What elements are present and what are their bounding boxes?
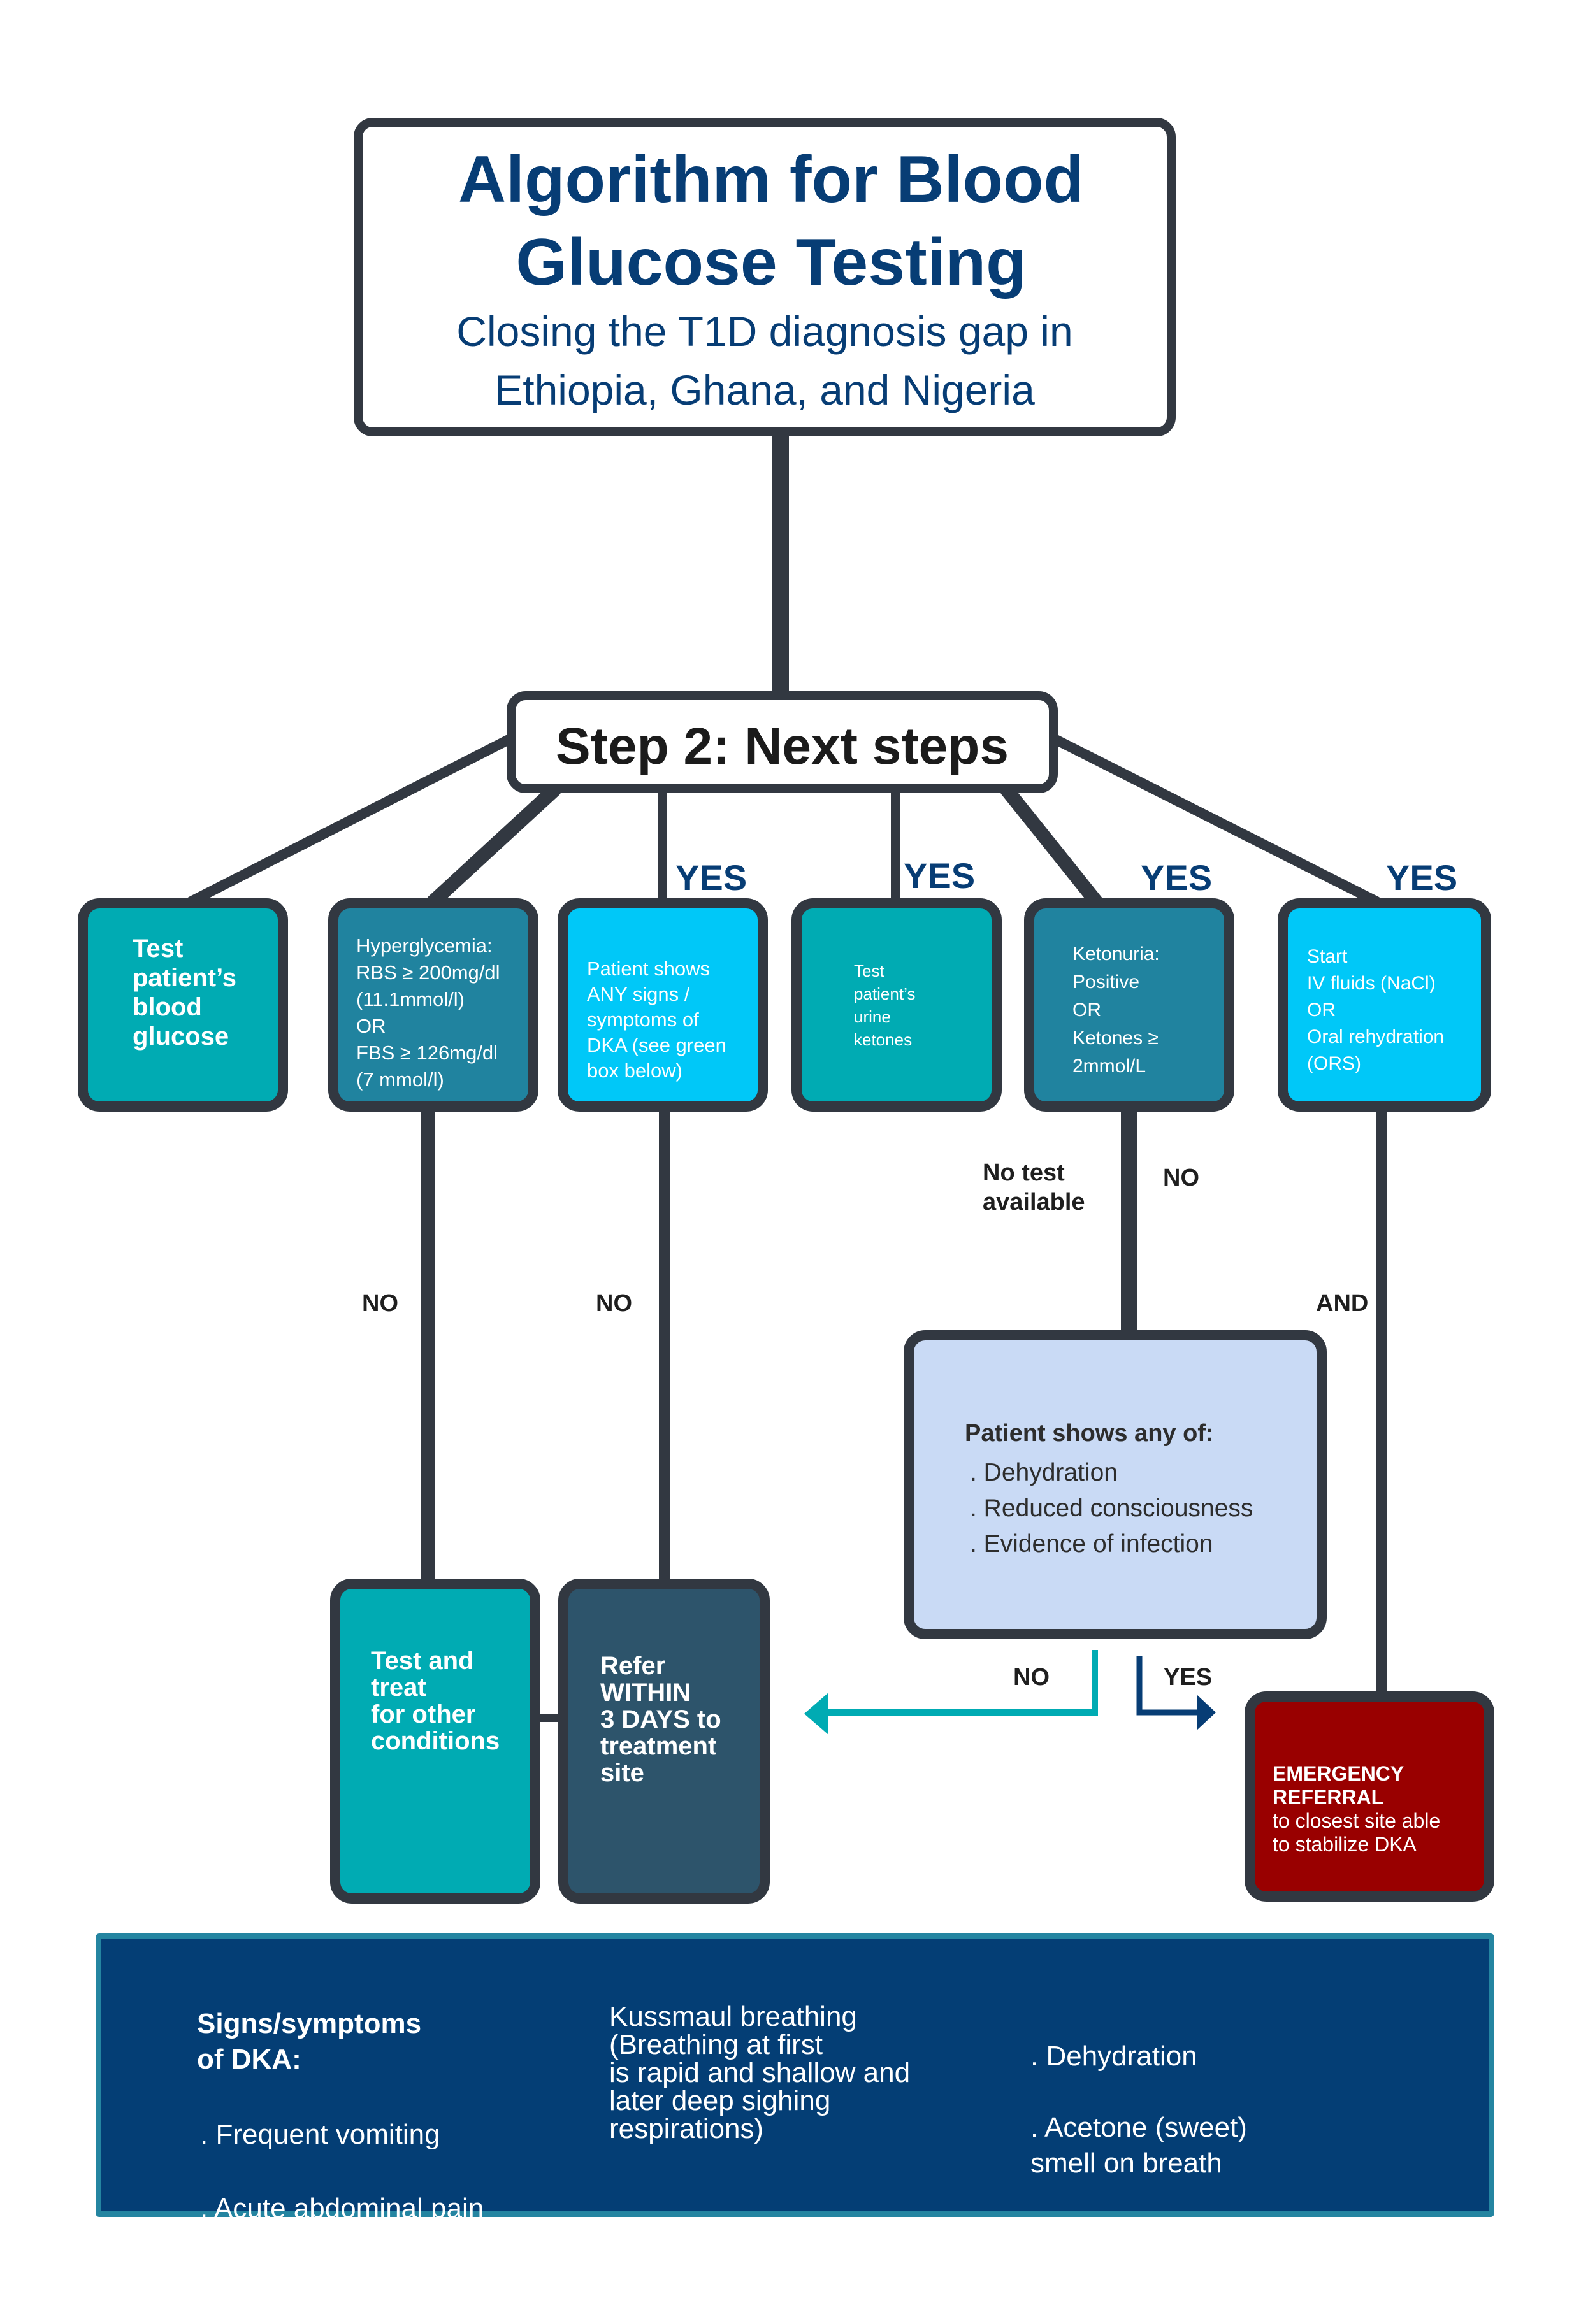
dka-item: . Frequent vomiting [200,2119,440,2150]
dka-item: . Decreased consciousness, confusion, co… [1030,2219,1382,2286]
assessment-item: . Evidence of infection [970,1530,1213,1558]
emergency-body: to closest site able to stabilize DKA [1273,1809,1441,1856]
label-no-ketonuria: NO [1163,1165,1199,1191]
label-no-test-available: No test available [983,1159,1085,1216]
label-no-dka-signs: NO [596,1290,632,1317]
dka-col3-list: . Dehydration . Acetone (sweet) smell on… [1030,2003,1381,2324]
assessment-item: . Dehydration [970,1459,1118,1486]
emergency-title: EMERGENCY REFERRAL [1273,1762,1404,1809]
label-no-hyperglycemia: NO [362,1290,398,1317]
box-refer: Refer WITHIN 3 DAYS to treatment site [558,1579,770,1904]
dka-item: . Acute abdominal pain [200,2193,484,2224]
box-emergency-referral: EMERGENCY REFERRAL to closest site able … [1245,1691,1494,1902]
box-ketonuria-text: Ketonuria: Positive OR Ketones ≥ 2mmol/L [1072,943,1160,1077]
box-test-blood-glucose: Test patient’s blood glucose [78,898,288,1112]
box-dka-signs-text: Patient shows ANY signs / symptoms of DK… [587,958,726,1082]
dka-item: . Dehydration [1030,2041,1197,2072]
yes-arrow [1136,1656,1216,1730]
label-yes-assessment: YES [1164,1664,1213,1691]
step-2-box: Step 2: Next steps [507,691,1058,793]
step-to-box2-line [426,783,561,908]
dka-item: . Acetone (sweet) smell on breath [1030,2112,1247,2179]
connector-lines [186,428,1387,1735]
assessment-item: . Reduced consciousness [970,1495,1253,1522]
box-test-urine-ketones: Test patient’s urine ketones [791,898,1002,1112]
box-refer-text: Refer WITHIN 3 DAYS to treatment site [600,1652,721,1787]
no-arrow [804,1650,1098,1735]
dka-kussmaul-text: Kussmaul breathing (Breathing at first i… [609,2001,911,2144]
box-hyperglycemia: Hyperglycemia: RBS ≥ 200mg/dl (11.1mmol/… [328,898,538,1112]
assessment-list: . Dehydration . Reduced consciousness . … [970,1455,1253,1562]
step-to-box1-line [186,734,515,907]
dka-heading: Signs/symptoms of DKA: [197,2008,422,2075]
box-start-fluids: Start IV fluids (NaCl) OR Oral rehydrati… [1278,898,1491,1112]
box-test-blood-glucose-text: Test patient’s blood glucose [133,935,236,1051]
assessment-box: Patient shows any of: . Dehydration . Re… [904,1330,1327,1639]
yes-label-start-fluids: YES [1386,857,1458,898]
box-start-fluids-text: Start IV fluids (NaCl) OR Oral rehydrati… [1307,946,1445,1074]
box-test-and-treat-text: Test and treat for other conditions [371,1647,500,1755]
yes-label-ketonuria: YES [1141,857,1213,898]
box-dka-signs: Patient shows ANY signs / symptoms of DK… [558,898,768,1112]
box-hyperglycemia-text: Hyperglycemia: RBS ≥ 200mg/dl (11.1mmol/… [356,935,500,1091]
dka-signs-panel: Signs/symptoms of DKA: . Frequent vomiti… [96,1933,1494,2286]
page-title: Algorithm for Blood Glucose Testing [458,143,1085,299]
box-ketonuria: Ketonuria: Positive OR Ketones ≥ 2mmol/L [1024,898,1234,1112]
step-to-box5-line [1000,783,1103,908]
step-2-label: Step 2: Next steps [556,717,1009,775]
assessment-heading: Patient shows any of: [965,1420,1214,1447]
step-to-box6-line [1050,734,1382,907]
box-test-urine-ketones-text: Test patient’s urine ketones [854,961,916,1049]
yes-label-dka-signs: YES [675,857,747,898]
title-box: Algorithm for Blood Glucose Testing Clos… [354,118,1176,436]
label-no-assessment: NO [1013,1664,1050,1691]
yes-label-urine-ketones: YES [904,856,976,896]
page-subtitle: Closing the T1D diagnosis gap in Ethiopi… [456,308,1073,413]
dka-col1-list: . Frequent vomiting . Acute abdominal pa… [200,2079,484,2264]
box-test-and-treat: Test and treat for other conditions [330,1579,540,1904]
label-and-fluids: AND [1316,1290,1369,1317]
